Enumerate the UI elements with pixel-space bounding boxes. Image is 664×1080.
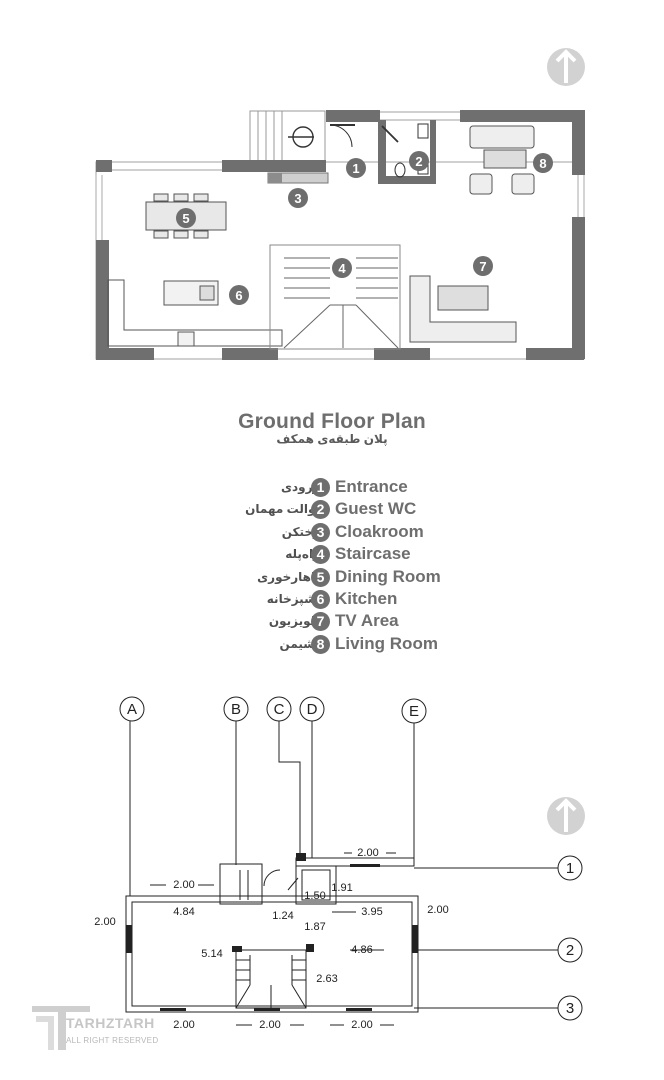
dim-left-wall: 2.00 <box>94 916 115 928</box>
legend-item: رختکن 3 Cloakroom <box>200 522 480 544</box>
logo-name: TARHZTARH <box>66 1015 155 1031</box>
marker-2: 2 <box>415 154 422 169</box>
dim-wc-depth: 1.91 <box>331 882 352 894</box>
plan-title-en: Ground Floor Plan <box>238 410 426 433</box>
marker-5: 5 <box>182 211 189 226</box>
north-arrow-icon <box>547 797 585 835</box>
legend-en: Cloakroom <box>335 521 424 541</box>
legend-en: TV Area <box>335 611 399 631</box>
room-markers <box>176 151 553 305</box>
grid-label-D: D <box>307 701 318 718</box>
marker-3: 3 <box>294 191 301 206</box>
legend-item: توالت مهمان 2 Guest WC <box>200 499 480 521</box>
legend-item: تلویزیون 7 TV Area <box>200 611 480 633</box>
kitchen-fixtures <box>107 279 283 347</box>
legend-item: نشیمن 8 Living Room <box>200 634 480 656</box>
legend-en: Entrance <box>335 477 408 496</box>
structural-walls <box>125 857 419 1013</box>
legend-fa: ورودی <box>281 480 320 494</box>
marker-1: 1 <box>352 161 359 176</box>
legend-en: Kitchen <box>335 588 398 608</box>
legend-number: 4 <box>311 545 330 565</box>
legend-fa: آشپزخانه <box>266 591 320 606</box>
dim-left-top: 2.00 <box>173 879 194 891</box>
dim-corridor: 1.24 <box>272 910 293 922</box>
legend-fa: ناهارخوری <box>257 569 320 584</box>
grid-label-C: C <box>274 701 285 718</box>
exterior-walls <box>96 110 585 360</box>
marker-4: 4 <box>338 261 346 276</box>
tv-area-sofa <box>409 275 517 343</box>
legend-number: 3 <box>311 522 330 542</box>
grid-label-1: 1 <box>566 860 574 877</box>
dim-room-depth: 5.14 <box>201 948 222 960</box>
legend-number: 5 <box>311 567 330 587</box>
legend-en: Dining Room <box>335 566 441 586</box>
grid-label-B: B <box>231 701 241 718</box>
logo-tagline: ALL RIGHT RESERVED <box>66 1036 159 1045</box>
ground-floor-furnished-plan: 1 2 3 4 5 6 7 8 <box>95 48 585 360</box>
tarhztarh-logo <box>32 1006 90 1050</box>
legend-number: 7 <box>311 612 330 632</box>
entrance-steps <box>249 110 326 162</box>
dim-bottom-2: 2.00 <box>259 1019 280 1031</box>
marker-8: 8 <box>539 156 546 171</box>
entrance-door-icon <box>288 124 355 148</box>
legend-number: 8 <box>311 634 330 654</box>
dim-right-wall: 2.00 <box>427 904 448 916</box>
dim-bottom-1: 2.00 <box>173 1019 194 1031</box>
grid-label-E: E <box>409 703 419 720</box>
dim-entry-width: 4.84 <box>173 906 194 918</box>
legend-fa: نشیمن <box>279 636 320 651</box>
plan-title-fa: پلان طبقه‌ی همکف <box>276 432 388 446</box>
plan-title-block: Ground Floor Plan پلان طبقه‌ی همکف <box>0 410 664 446</box>
legend-fa: تلویزیون <box>268 614 320 629</box>
structural-grid-plan: A B C D E 1 2 3 <box>94 696 585 1031</box>
legend-en: Staircase <box>335 544 411 564</box>
legend-number: 2 <box>311 500 330 520</box>
grid-label-3: 3 <box>566 1000 574 1017</box>
legend-fa: توالت مهمان <box>245 502 320 517</box>
dim-top-right: 2.00 <box>357 847 378 859</box>
legend-item: ناهارخوری 5 Dining Room <box>200 567 480 589</box>
living-room-furniture <box>469 125 535 195</box>
marker-6: 6 <box>235 288 242 303</box>
legend-en: Living Room <box>335 633 438 653</box>
legend-item: آشپزخانه 6 Kitchen <box>200 589 480 611</box>
legend-number: 6 <box>311 589 330 609</box>
room-legend: ورودی 1 Entrance توالت مهمان 2 Guest WC … <box>200 477 480 656</box>
legend-en: Guest WC <box>335 499 417 519</box>
grid-label-A: A <box>127 701 137 718</box>
dim-right-width: 3.95 <box>361 906 382 918</box>
grid-label-2: 2 <box>566 942 574 959</box>
legend-item: ورودی 1 Entrance <box>200 477 480 499</box>
dim-wc-width: 1.50 <box>304 890 325 902</box>
legend-number: 1 <box>311 478 330 497</box>
dim-middle: 1.87 <box>304 921 325 933</box>
staircase <box>269 244 401 350</box>
grid-column-markers <box>119 696 583 1021</box>
legend-item: راه‌پله 4 Staircase <box>200 544 480 566</box>
marker-7: 7 <box>479 259 486 274</box>
legend-fa: رختکن <box>281 524 320 539</box>
staircase-outline <box>235 949 307 1009</box>
dim-stair-depth: 2.63 <box>316 973 337 985</box>
north-arrow-icon <box>547 48 585 86</box>
dim-bottom-3: 2.00 <box>351 1019 372 1031</box>
